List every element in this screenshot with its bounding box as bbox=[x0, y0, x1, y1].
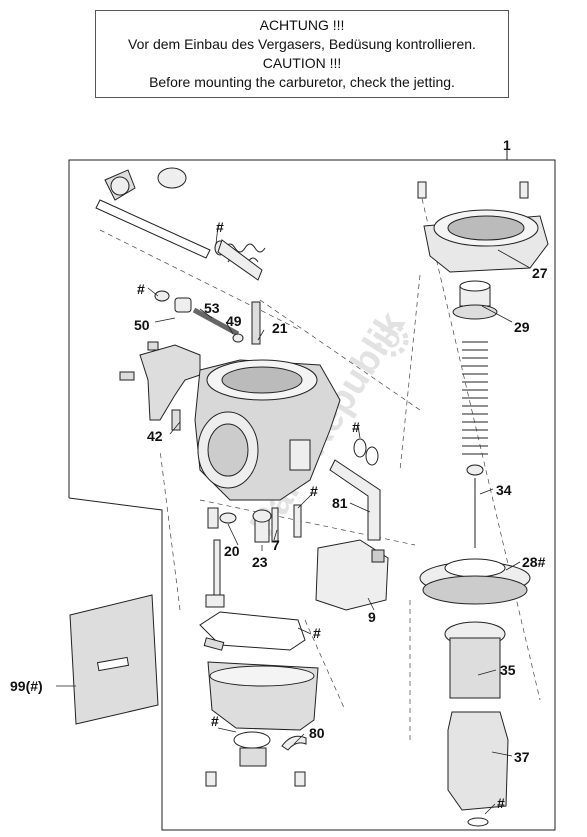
callout-9: 9 bbox=[368, 609, 376, 625]
idle-screw-set bbox=[154, 290, 261, 345]
callout-hash-oring: # bbox=[211, 713, 219, 729]
slide-spring bbox=[462, 341, 488, 455]
callout-hash-spring: # bbox=[216, 219, 224, 235]
callout-27: 27 bbox=[532, 265, 548, 281]
callout-hash-gasket: # bbox=[313, 625, 321, 641]
mounting-bracket bbox=[119, 341, 201, 431]
float bbox=[315, 539, 389, 611]
leader-lines bbox=[56, 225, 531, 815]
notice-line-1: ACHTUNG !!! bbox=[259, 17, 345, 33]
lower-cover bbox=[447, 711, 509, 827]
carburetor-body bbox=[194, 359, 341, 501]
callout-hash-screw: # bbox=[137, 281, 145, 297]
callout-80: 80 bbox=[309, 725, 325, 741]
callout-34: 34 bbox=[496, 482, 512, 498]
callout-labels: 1 27 29 34 28# 35 37 # # # 53 50 49 21 4… bbox=[10, 137, 548, 811]
callout-28: 28# bbox=[522, 554, 546, 570]
callout-hash-ring: # bbox=[352, 419, 360, 435]
callout-29: 29 bbox=[514, 319, 530, 335]
notice-line-2: Vor dem Einbau des Vergasers, Bedüsung k… bbox=[128, 36, 476, 52]
callout-20: 20 bbox=[224, 543, 240, 559]
callout-42: 42 bbox=[147, 428, 163, 444]
float-bowl bbox=[199, 611, 319, 787]
caution-notice: ACHTUNG !!! Vor dem Einbau des Vergasers… bbox=[95, 10, 509, 98]
callout-37: 37 bbox=[514, 749, 530, 765]
callout-53: 53 bbox=[204, 300, 220, 316]
callout-21: 21 bbox=[272, 320, 288, 336]
notice-line-4: Before mounting the carburetor, check th… bbox=[149, 74, 455, 90]
gear-watermark-icon bbox=[375, 323, 409, 357]
callout-hash-bottom-right: # bbox=[497, 795, 505, 811]
notice-line-3: CAUTION !!! bbox=[262, 55, 342, 71]
o-rings-and-tube bbox=[329, 438, 381, 541]
callout-hash-jet: # bbox=[310, 483, 318, 499]
callout-99: 99(#) bbox=[10, 678, 43, 694]
callout-23: 23 bbox=[252, 554, 268, 570]
callout-49: 49 bbox=[226, 313, 242, 329]
cap bbox=[452, 280, 498, 320]
diaphragm bbox=[419, 558, 531, 605]
assembly-frame bbox=[68, 150, 556, 831]
callout-7: 7 bbox=[272, 537, 280, 553]
callout-50: 50 bbox=[134, 317, 150, 333]
jet-assembly bbox=[205, 504, 302, 608]
throttle-shaft bbox=[95, 167, 266, 281]
top-cover bbox=[417, 181, 549, 273]
jet-kit-packet bbox=[69, 594, 159, 725]
throttle-slide bbox=[444, 621, 506, 699]
callout-35: 35 bbox=[500, 662, 516, 678]
callout-1: 1 bbox=[503, 137, 511, 153]
jet-needle bbox=[466, 464, 484, 548]
callout-81: 81 bbox=[332, 495, 348, 511]
